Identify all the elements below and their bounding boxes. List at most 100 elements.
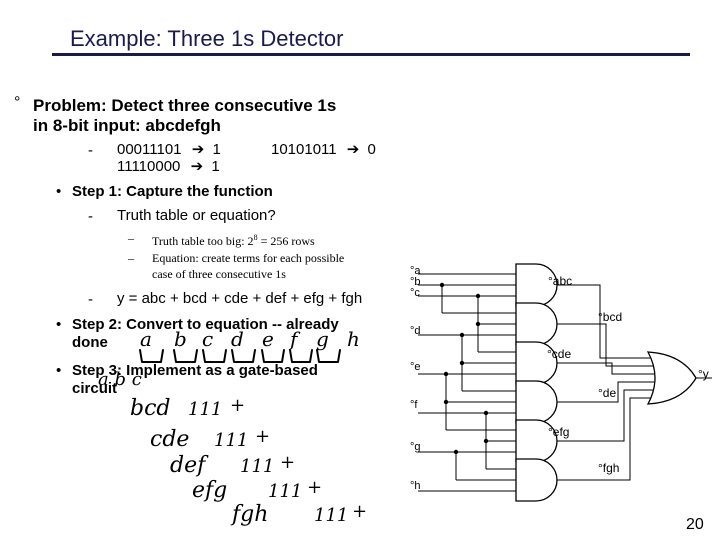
dot-f2: [483, 438, 489, 444]
hw-bracket-2: [202, 349, 227, 363]
input-label-f: °f: [410, 399, 418, 411]
equation-dash: -: [88, 291, 93, 308]
sop-equation: y = abc + bcd + cde + def + efg + fgh: [117, 290, 363, 307]
dot-e: [443, 371, 449, 377]
wire-out-efg: [557, 389, 654, 442]
wire-out-bcd: [557, 323, 654, 367]
hw-letter-h: h: [347, 327, 360, 351]
hw-bracket-5: [289, 349, 313, 363]
and-gate-fgh: [515, 458, 558, 502]
step1-sub: Truth table or equation?: [117, 207, 276, 224]
dot-d2: [459, 360, 465, 366]
problem-line-2: in 8-bit input: abcdefgh: [33, 116, 221, 135]
wire-out-fgh: [557, 397, 654, 481]
gate-label-abc: °abc: [548, 274, 572, 288]
logic-gates: [515, 263, 697, 502]
input-label-a: °a: [410, 265, 421, 277]
step2-line-1: Step 2: Convert to equation -- already: [72, 316, 339, 333]
output-label-y: °y: [698, 367, 709, 381]
dot-c: [475, 293, 481, 299]
hw-ones-def: 111: [240, 456, 274, 477]
note-equation-line-1: Equation: create terms for each possible: [152, 251, 345, 265]
example-1-input: 00011101: [117, 141, 182, 158]
example-3-input: 10101011: [271, 141, 337, 158]
handwritten-annotations: [139, 349, 341, 363]
step3-line-2: circuit: [72, 380, 118, 397]
example-3-output: 0: [367, 141, 376, 158]
hw-plus-cde: +: [255, 426, 270, 447]
hw-bracket-1: [173, 349, 198, 363]
input-label-c: °c: [410, 287, 420, 299]
hw-abc: a b c: [98, 369, 142, 390]
note-equation-line-2: case of three consecutive 1s: [152, 267, 286, 281]
note-truth-table: Truth table too big: 28 = 256 rows: [152, 230, 315, 249]
hw-letter-a: a: [140, 327, 152, 351]
slide-title: Example: Three 1s Detector: [70, 26, 344, 51]
hw-letter-c: c: [202, 327, 213, 351]
dot-g: [453, 449, 459, 455]
hw-plus-efg: +: [307, 477, 322, 498]
hw-letter-f: f: [288, 327, 301, 351]
hw-bracket-3: [231, 349, 256, 363]
hw-plus-def: +: [280, 452, 295, 473]
input-label-h: °h: [410, 480, 421, 492]
problem-bullet: °: [14, 94, 21, 111]
gate-label-fgh: °fgh: [598, 461, 619, 475]
input-label-e: °e: [410, 361, 421, 373]
junction-dots: [439, 282, 489, 455]
input-label-d: °d: [410, 325, 421, 337]
note-dash-1: –: [128, 231, 134, 245]
hw-letter-d: d: [231, 327, 244, 351]
hw-ones-cde: 111: [214, 430, 248, 451]
step3-bullet: •: [56, 362, 62, 379]
input-label-g: °g: [410, 441, 421, 453]
hw-plus-bcd: +: [230, 395, 245, 416]
hw-bracket-6: [316, 349, 341, 363]
hw-term-efg: efg: [192, 478, 227, 503]
example-2-input: 11110000: [117, 158, 181, 175]
hw-term-def: def: [170, 453, 209, 478]
gate-label-bcd: °bcd: [598, 310, 622, 324]
and-gate-bcd: [515, 302, 558, 346]
hw-bracket-0: [139, 349, 164, 363]
step1-dash: -: [88, 208, 93, 225]
dot-e2: [443, 399, 449, 405]
step1-bullet: •: [56, 183, 62, 200]
hw-letter-b: b: [174, 327, 187, 351]
step1-label: Step 1: Capture the function: [72, 183, 273, 200]
dot-d: [459, 332, 465, 338]
hw-term-fgh: fgh: [230, 502, 268, 527]
problem-dash: -: [88, 142, 93, 159]
step3-line-1: Step 3: Implement as a gate-based: [72, 362, 318, 379]
hw-ones-bcd: 111: [188, 399, 222, 420]
gate-label-cde: °cde: [547, 347, 571, 361]
hw-ones-fgh: 111: [314, 505, 348, 526]
arrow-icon: ➔: [191, 141, 205, 158]
wire-out-cde: [557, 362, 654, 375]
title-underline: [52, 53, 690, 56]
or-gate: [646, 351, 697, 405]
dot-c2: [475, 321, 481, 327]
gate-label-efg: °efg: [548, 425, 569, 439]
hw-letter-e: e: [262, 327, 274, 351]
hw-term-cde: cde: [150, 427, 189, 452]
page-number: 20: [686, 516, 704, 533]
and-gate-de: [515, 380, 558, 424]
wire-out-de: [557, 381, 654, 403]
dot-b: [439, 282, 445, 288]
note-truth-table-rows: = 256 rows: [257, 234, 315, 248]
gate-label-de: °de: [598, 386, 616, 400]
note-dash-2: –: [128, 251, 134, 265]
arrow-icon: ➔: [346, 141, 360, 158]
hw-bracket-4: [261, 349, 285, 363]
hw-plus-fgh: +: [352, 501, 367, 522]
hw-ones-efg: 111: [268, 481, 302, 502]
wire-out-abc: [557, 284, 654, 359]
problem-line-1: Problem: Detect three consecutive 1s: [33, 96, 337, 115]
hw-letter-g: g: [316, 327, 329, 351]
dot-f: [483, 410, 489, 416]
example-2-output: 1: [211, 158, 220, 175]
example-1: 00011101 ➔ 1: [117, 140, 221, 158]
step2-line-2: done: [72, 334, 108, 351]
